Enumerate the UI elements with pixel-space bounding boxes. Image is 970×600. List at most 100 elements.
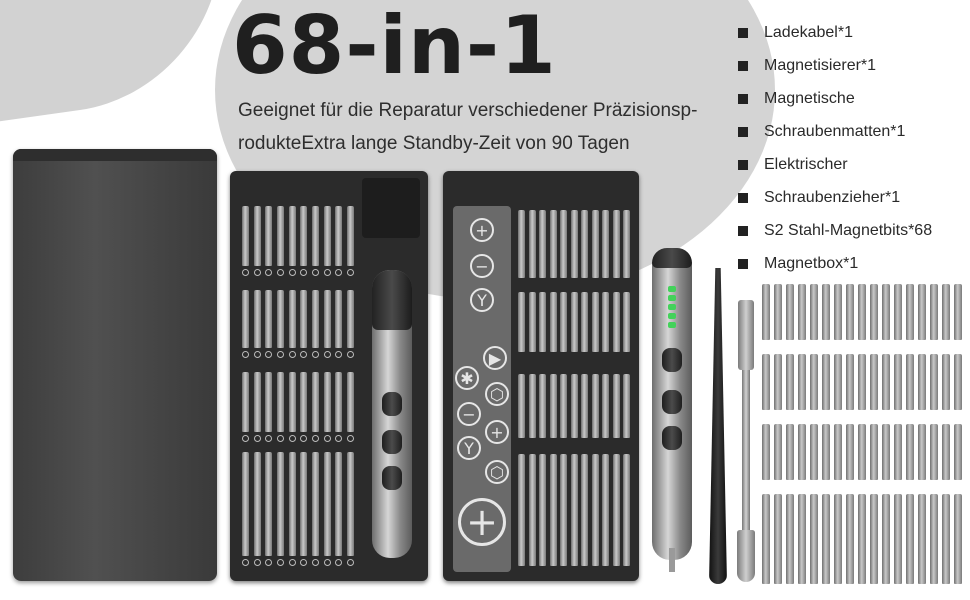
loose-bit-row	[762, 494, 962, 584]
bit-size-icon	[311, 269, 319, 276]
bit	[242, 452, 249, 556]
background-shape-left	[0, 0, 220, 130]
bit	[276, 290, 284, 348]
bit	[882, 494, 890, 584]
tri-wing-icon: Y	[470, 288, 494, 312]
bit	[918, 424, 926, 480]
led-segment	[668, 313, 676, 319]
bit	[798, 354, 806, 410]
loose-bit-row	[762, 284, 962, 340]
slotted-icon: −	[470, 254, 494, 278]
bit	[570, 210, 578, 278]
bit	[549, 292, 557, 352]
bit	[335, 452, 343, 556]
driver-button-icon	[382, 392, 402, 416]
slotted-icon: −	[457, 402, 481, 426]
driver-button-icon	[662, 348, 682, 372]
bit	[810, 284, 818, 340]
bit-label-strip	[242, 559, 354, 569]
bit	[528, 454, 536, 566]
bit	[335, 290, 343, 348]
bit	[623, 454, 630, 566]
contents-item: Magnetbox*1	[738, 247, 968, 280]
driver-head	[372, 270, 412, 330]
bit	[346, 290, 354, 348]
bit-size-icon	[323, 559, 331, 566]
bit	[570, 454, 578, 566]
bit	[810, 424, 818, 480]
bit	[311, 290, 319, 348]
bit	[894, 354, 902, 410]
hex-icon: ⬡	[485, 460, 509, 484]
bit	[930, 494, 938, 584]
bit	[276, 372, 284, 432]
bit-size-icon	[346, 559, 354, 566]
driver-head	[652, 248, 692, 268]
bit	[560, 454, 567, 566]
bit	[253, 206, 261, 266]
bit	[602, 454, 609, 566]
bit	[798, 494, 806, 584]
bit	[549, 374, 557, 438]
bit	[581, 374, 588, 438]
bit	[810, 494, 818, 584]
bit	[906, 354, 914, 410]
bit	[906, 494, 914, 584]
bit-size-icon	[265, 269, 273, 276]
bit-size-icon	[253, 559, 261, 566]
bit	[906, 424, 914, 480]
bit-size-icon	[346, 269, 354, 276]
bit-size-icon	[242, 269, 249, 276]
bit	[265, 290, 273, 348]
bit	[602, 210, 609, 278]
subtitle-line-2: rodukteExtra lange Standby-Zeit von 90 T…	[238, 133, 630, 154]
bit	[323, 452, 331, 556]
bit-row	[518, 374, 630, 438]
bit	[518, 210, 525, 278]
bit-size-icon	[276, 559, 284, 566]
case-lid	[13, 149, 217, 581]
bit	[612, 374, 620, 438]
bit	[882, 284, 890, 340]
bit	[581, 292, 588, 352]
bit	[265, 452, 273, 556]
bit	[774, 284, 782, 340]
bit	[242, 290, 249, 348]
contents-item: Magnetische	[738, 82, 968, 115]
bit	[774, 424, 782, 480]
bit	[786, 424, 794, 480]
pentalobe-icon: ▶	[483, 346, 507, 370]
bit	[265, 206, 273, 266]
bit	[276, 206, 284, 266]
bit	[346, 452, 354, 556]
bit-size-icon	[253, 435, 261, 442]
bit-size-icon	[253, 269, 261, 276]
bit	[858, 494, 866, 584]
bit-size-icon	[276, 435, 284, 442]
bit	[323, 372, 331, 432]
phillips-icon: +	[458, 498, 506, 546]
bit-size-icon	[323, 435, 331, 442]
bit	[834, 424, 842, 480]
bit	[591, 292, 599, 352]
bit	[300, 372, 308, 432]
bit	[786, 284, 794, 340]
bit	[528, 292, 536, 352]
spudger-end	[737, 530, 755, 582]
bit-row	[518, 210, 630, 278]
bit	[834, 284, 842, 340]
package-contents-list: Ladekabel*1 Magnetisierer*1 Magnetische …	[738, 16, 968, 280]
bit	[612, 210, 620, 278]
subtitle: Geeignet für die Reparatur verschiedener…	[238, 94, 718, 160]
subtitle-line-1: Geeignet für die Reparatur verschiedener…	[238, 100, 698, 121]
bit-size-icon	[323, 269, 331, 276]
bit	[300, 206, 308, 266]
bit	[942, 494, 950, 584]
bit-size-icon	[242, 351, 249, 358]
bit	[623, 374, 630, 438]
bit-label-strip	[242, 351, 354, 361]
bit	[300, 290, 308, 348]
electric-screwdriver	[652, 248, 692, 572]
torx-icon: ✱	[455, 366, 479, 390]
bit-size-icon	[288, 351, 296, 358]
